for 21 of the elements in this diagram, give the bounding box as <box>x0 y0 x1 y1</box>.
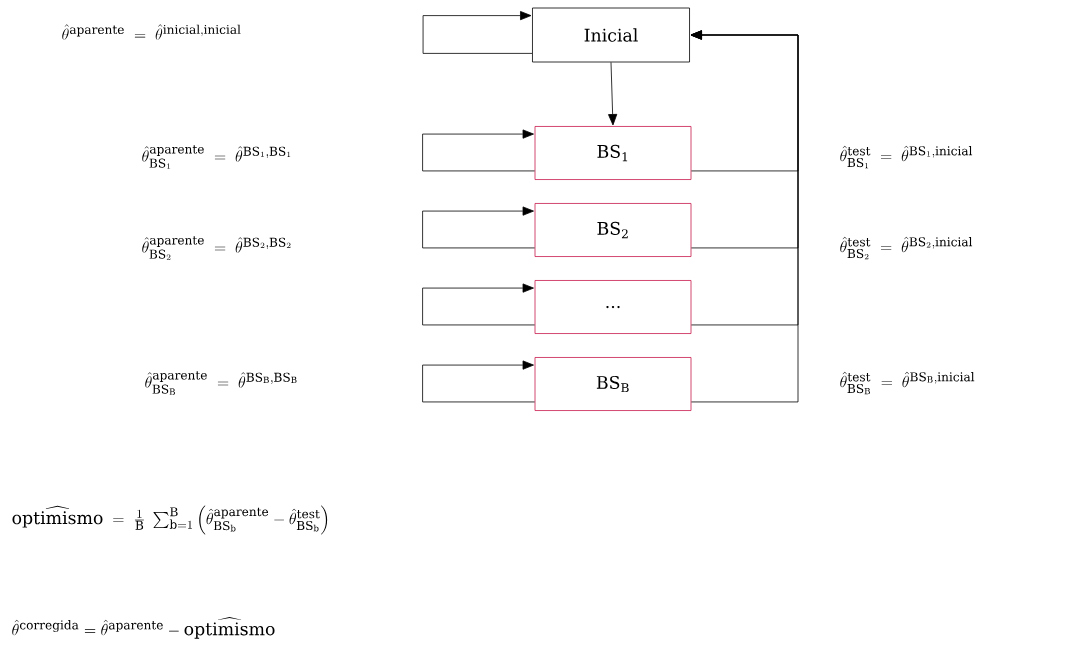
formula-label: $\hat{\theta}^{\mathrm{test}}_{\mathrm{BS}_2} \;=\; \hat{\theta}^{\mathrm{BS}_2,\mathrm{inicial}}$ <box>840 236 973 260</box>
sample-box: BS$_{2}$ <box>534 203 692 257</box>
loop-arrow <box>422 206 535 249</box>
loop-arrow <box>422 360 535 403</box>
arrow <box>608 62 618 126</box>
start-box: Inicial <box>532 7 690 63</box>
sample-box: BS$_{1}$ <box>534 126 692 180</box>
formula-label: $\hat{\theta}^{\mathrm{aparente}} \;=\; \hat{\theta}^{\mathrm{inicial,inicial}}$ <box>62 24 241 40</box>
formula-label: $\hat{\theta}^{\mathrm{aparente}}_{\mathrm{BS}_1} \;=\; \hat{\theta}^{\mathrm{BS}_1,\mathrm{BS}_1}$ <box>142 145 291 169</box>
formula-label: $\hat{\theta}^{\mathrm{aparente}}_{\mathrm{BS}_2} \;=\; \hat{\theta}^{\mathrm{BS}_2,\mathrm{BS}_2}$ <box>142 236 291 260</box>
formula-label: $\hat{\theta}^{\mathrm{aparente}}_{\mathrm{BS}_\mathrm{B}} \;=\; \hat{\theta}^{\mathrm{BS}_\mathrm{B},\mathrm{BS}_\mathrm{B}}$ <box>145 371 297 395</box>
sample-box: BS$_{B}$ <box>534 357 692 411</box>
formula-label: $\hat{\theta}^{\mathrm{test}}_{\mathrm{BS}_1} \;=\; \hat{\theta}^{\mathrm{BS}_1,\mathrm{inicial}}$ <box>840 145 973 169</box>
formula-label: $\hat{\theta}^{\mathrm{test}}_{\mathrm{BS}_\mathrm{B}} \;=\; \hat{\theta}^{\mathrm{BS}_\mathrm{B},\mathrm{inicial}}$ <box>840 371 975 395</box>
sample-box: ... <box>534 280 692 334</box>
loop-arrow <box>422 283 535 326</box>
loop-arrow <box>422 11 533 54</box>
formula-label: $\hat{\theta}^{\mathrm{corregida}} = \hat{\theta}^{\mathrm{aparente}} - \widehat{\mathrm{optimismo}}$ <box>12 616 275 639</box>
feedback-arrow <box>690 30 799 403</box>
loop-arrow <box>422 129 535 172</box>
formula-label: $\widehat{\mathrm{optimismo}} \;=\; \frac{1}{\mathrm{B}}\;\sum_{\mathrm{b}=1}^{\mathrm{B}}\left(\hat{\theta}^{\mathrm{aparente}}_{\mathrm{BS}_\mathrm{b}} - \hat{\theta}^{\mathrm{test}}_{\mathrm{BS}_\mathrm{b}}\right)$ <box>12 505 328 535</box>
